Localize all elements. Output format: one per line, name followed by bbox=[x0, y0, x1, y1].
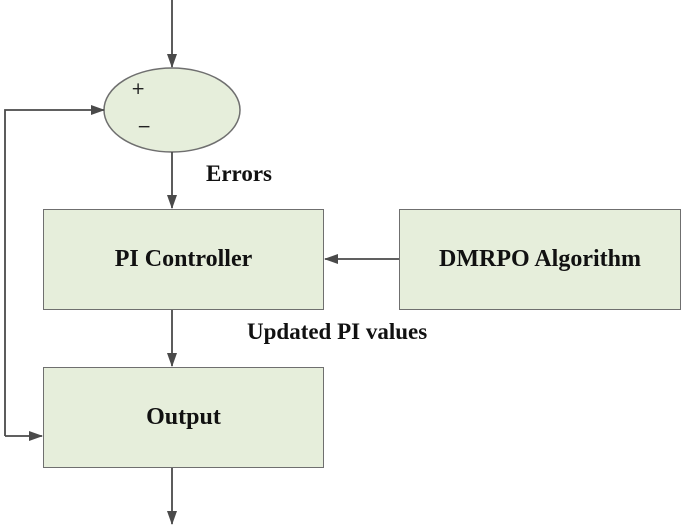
output-box: Output bbox=[43, 367, 324, 468]
dmrpo-algorithm-label: DMRPO Algorithm bbox=[439, 246, 641, 272]
pi-controller-label: PI Controller bbox=[114, 246, 253, 272]
summing-junction bbox=[103, 67, 241, 153]
errors-label: Errors bbox=[206, 161, 273, 186]
minus-sign: − bbox=[137, 117, 152, 137]
updated-pi-values-label: Updated PI values bbox=[247, 319, 428, 344]
plus-sign: + bbox=[131, 79, 146, 99]
output-label: Output bbox=[146, 404, 221, 430]
feedback-to-junction-arrow bbox=[4, 105, 105, 436]
pi-controller-box: PI Controller bbox=[43, 209, 324, 310]
dmrpo-algorithm-box: DMRPO Algorithm bbox=[399, 209, 681, 310]
